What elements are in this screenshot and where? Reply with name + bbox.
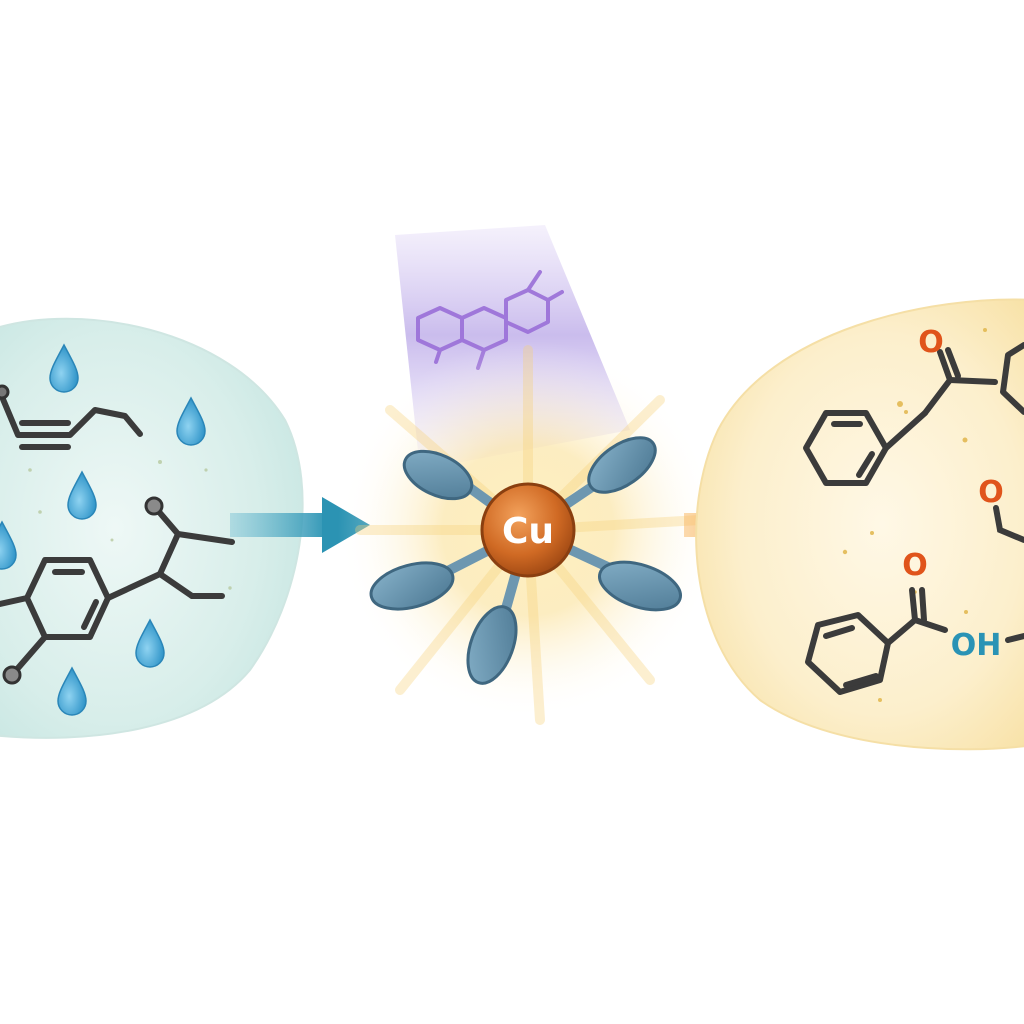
ligand-arm xyxy=(369,561,455,611)
water-droplet-icon xyxy=(176,396,206,446)
alkyne-molecule xyxy=(0,384,143,450)
copper-catalyst: Cu xyxy=(338,225,718,725)
oxygen-label: O xyxy=(978,475,1004,510)
water-droplet-icon xyxy=(57,666,87,716)
ligand-arm xyxy=(466,605,518,685)
speckles xyxy=(842,328,987,702)
reactants-bubble xyxy=(0,317,304,739)
reactants-panel xyxy=(0,317,304,739)
ligand-arm xyxy=(598,560,682,612)
hydroxyl-label: OH xyxy=(951,628,1002,663)
products-bubble xyxy=(695,298,1024,751)
products-panel: O O O OH xyxy=(695,298,1024,751)
aldehyde-product xyxy=(993,505,1024,543)
speckles xyxy=(28,460,232,590)
ligand-arm xyxy=(587,436,657,494)
copper-label: Cu xyxy=(502,511,554,552)
water-droplet-icon xyxy=(135,618,165,668)
oxygen-label: O xyxy=(902,548,928,583)
water-droplet-icon xyxy=(67,470,97,520)
oxygen-label: O xyxy=(918,325,944,360)
copper-atom xyxy=(480,482,576,578)
acid-product xyxy=(805,587,1024,695)
aromatic-molecule xyxy=(0,496,235,685)
ketone-product xyxy=(803,342,1024,486)
water-droplet-icon xyxy=(49,343,79,393)
water-droplet-icon xyxy=(0,520,17,570)
ligand-arm xyxy=(402,449,474,501)
